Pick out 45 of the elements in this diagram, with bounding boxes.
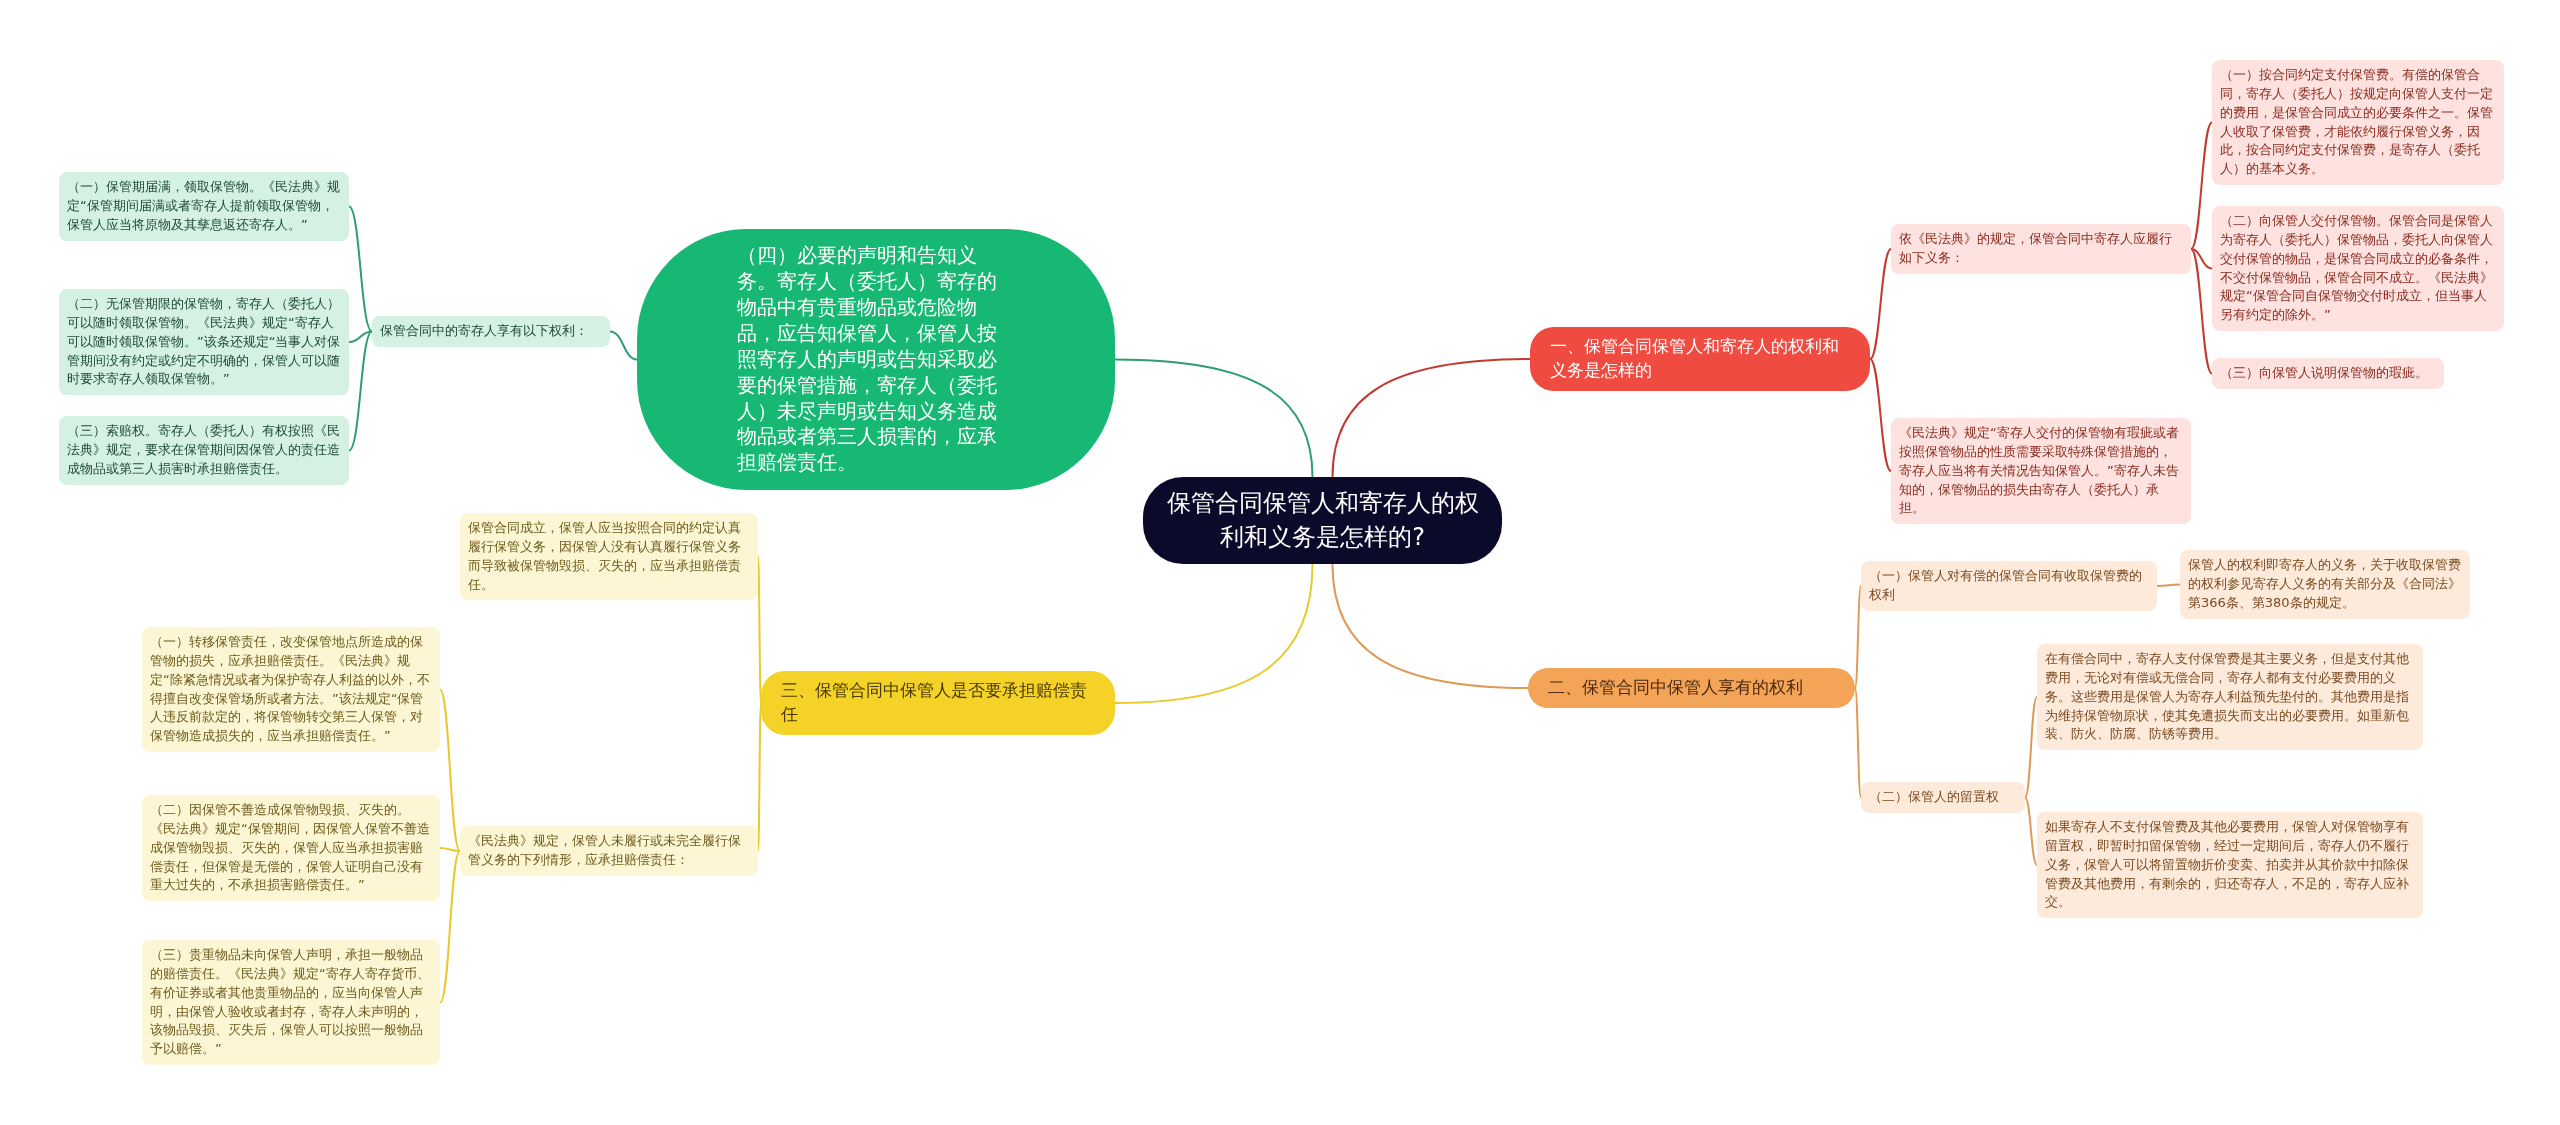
central-topic: 保管合同保管人和寄存人的权利和义务是怎样的? (1143, 477, 1502, 565)
connector-line (348, 330, 373, 343)
subtopic-card: （一）保管人对有偿的保管合同有收取保管费的权利 (1861, 561, 2157, 611)
connector-line (1854, 687, 1862, 799)
connector-line (2024, 796, 2038, 866)
subtopic-card: （三）向保管人说明保管物的瑕疵。 (2212, 358, 2444, 389)
connector-line (2190, 248, 2213, 375)
connector-line (439, 850, 461, 1004)
connector-line (1331, 358, 1531, 478)
connector-line (1869, 358, 1892, 472)
connector-line (1869, 248, 1892, 360)
branch-topic: 三、保管合同中保管人是否要承担赔偿责任 (761, 671, 1115, 735)
subtopic-card: （二）向保管人交付保管物。保管合同是保管人为寄存人（委托人）保管物品，委托人向保管人交付保管的物品，是保管合同成立的必备条件，不交付保管物品，保管合同不成立。《民法典》规定“保管合同自保管物交付时成立，但当事人另有约定的除外。” (2212, 206, 2504, 332)
connector-line (1114, 358, 1314, 478)
connector-line (439, 688, 461, 852)
branch-topic: 二、保管合同中保管人享有的权利 (1528, 668, 1855, 708)
subtopic-card: 在有偿合同中，寄存人支付保管费是其主要义务，但是支付其他费用，无论对有偿或无偿合同，寄存人都有支付必要费用的义务。这些费用是保管人为寄存人利益预先垫付的。其他费用是指为维持保管物原状，使其免遭损失而支出的必要费用。如重新包装、防火、防腐、防锈等费用。 (2037, 644, 2423, 751)
connector-line (2190, 248, 2213, 270)
subtopic-card: （一）保管期届满，领取保管物。《民法典》规定“保管期间届满或者寄存人提前领取保管物，保管人应当将原物及其孳息返还寄存人。” (59, 172, 349, 241)
topic-pill: （四）必要的声明和告知义务。寄存人（委托人）寄存的物品中有贵重物品或危险物品，应告知保管人，保管人按照寄存人的声明或告知采取必要的保管措施，寄存人（委托人）未尽声明或告知义务造成物品或者第三人损害的，应承担赔偿责任。 (637, 229, 1115, 491)
connector-line (2190, 121, 2213, 250)
connector-line (2024, 696, 2038, 799)
connector-line (1854, 585, 1862, 689)
subtopic-card: （三）索赔权。寄存人（委托人）有权按照《民法典》规定，要求在保管期间因保管人的责任造成物品或第三人损害时承担赔偿责任。 (59, 416, 349, 485)
connector-line (439, 847, 461, 852)
subtopic-card: （一）按合同约定支付保管费。有偿的保管合同，寄存人（委托人）按规定向保管人支付一定的费用，是保管合同成立的必要条件之一。保管人收取了保管费，才能依约履行保管义务，因此，按合同约定支付保管费，是寄存人（委托人）的基本义务。 (2212, 60, 2504, 186)
connector-line (348, 205, 373, 333)
subtopic-card: （二）无保管期限的保管物，寄存人（委托人）可以随时领取保管物。《民法典》规定“寄存人可以随时领取保管物。”该条还规定“当事人对保管期间没有约定或约定不明确的，保管人可以随时要求寄存人领取保管物。” (59, 289, 349, 396)
branch-topic: 一、保管合同保管人和寄存人的权利和义务是怎样的 (1530, 327, 1870, 391)
connector-line (1331, 563, 1529, 689)
subtopic-card: （二）保管人的留置权 (1861, 782, 2025, 813)
connector-line (348, 330, 373, 452)
connector-line (609, 330, 638, 361)
connector-line (1114, 563, 1314, 704)
subtopic-card: 依《民法典》的规定，保管合同中寄存人应履行如下义务： (1891, 224, 2191, 274)
connector-line (2156, 583, 2181, 587)
subtopic-card: （二）因保管不善造成保管物毁损、灭失的。《民法典》规定“保管期间，因保管人保管不善造成保管物毁损、灭失的，保管人应当承担损害赔偿责任，但保管是无偿的，保管人证明自己没有重大过失的，不承担损害赔偿责任。” (142, 795, 440, 902)
subtopic-card: 保管合同中的寄存人享有以下权利： (372, 316, 610, 347)
subtopic-card: 《民法典》规定“寄存人交付的保管物有瑕疵或者按照保管物品的性质需要采取特殊保管措施的，寄存人应当将有关情况告知保管人。”寄存人未告知的，保管物品的损失由寄存人（委托人）承担。 (1891, 418, 2191, 525)
subtopic-card: 保管合同成立，保管人应当按照合同的约定认真履行保管义务，因保管人没有认真履行保管义务而导致被保管物毁损、灭失的，应当承担赔偿责任。 (460, 513, 758, 601)
subtopic-card: （一）转移保管责任，改变保管地点所造成的保管物的损失，应承担赔偿责任。《民法典》规定“除紧急情况或者为保护寄存人利益的以外，不得擅自改变保管场所或者方法。”该法规定“保管人违反前款定的，将保管物转交第三人保管，对保管物造成损失的，应当承担赔偿责任。” (142, 627, 440, 753)
subtopic-card: （三）贵重物品未向保管人声明，承担一般物品的赔偿责任。《民法典》规定“寄存人寄存货币、有价证券或者其他贵重物品的，应当向保管人声明，由保管人验收或者封存，寄存人未声明的，该物品毁损、灭失后，保管人可以按照一般物品予以赔偿。” (142, 940, 440, 1066)
subtopic-card: 保管人的权利即寄存人的义务，关于收取保管费的权利参见寄存人义务的有关部分及《合同法》第366条、第380条的规定。 (2180, 550, 2470, 619)
subtopic-card: 如果寄存人不支付保管费及其他必要费用，保管人对保管物享有留置权，即暂时扣留保管物，经过一定期间后，寄存人仍不履行义务，保管人可以将留置物折价变卖、拍卖并从其价款中扣除保管费及其他费用，有剩余的，归还寄存人，不足的，寄存人应补交。 (2037, 812, 2423, 919)
subtopic-card: 《民法典》规定，保管人未履行或未完全履行保管义务的下列情形，应承担赔偿责任： (460, 826, 758, 876)
